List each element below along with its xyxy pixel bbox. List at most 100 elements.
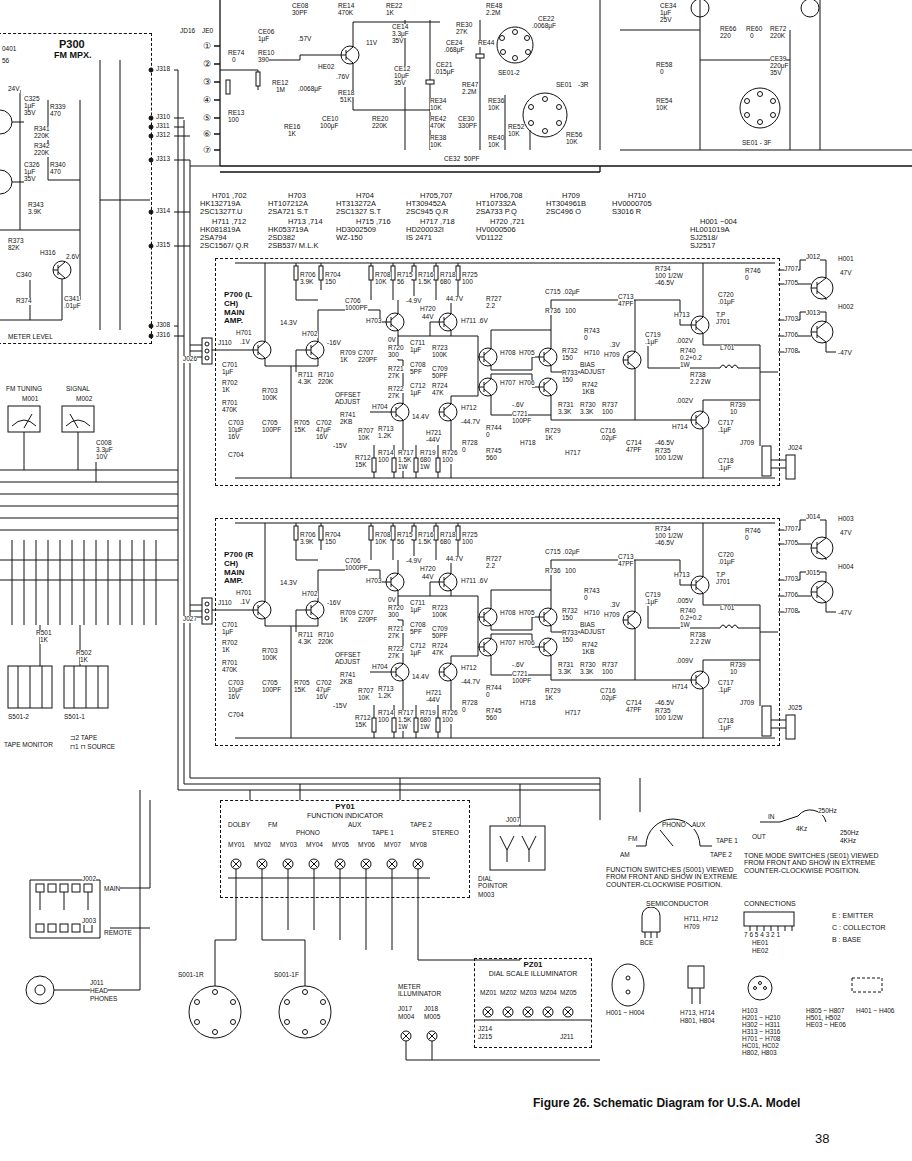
component-label: H717	[565, 450, 581, 457]
component-label: H720 ,721	[490, 218, 525, 226]
component-label: 150	[562, 615, 573, 622]
component-label: C705	[262, 680, 278, 687]
component-label: R733	[562, 630, 578, 637]
component-label: -4.9V	[406, 558, 422, 565]
component-label: B : BASE	[832, 936, 861, 943]
component-label: HV0000705	[612, 200, 652, 208]
component-label: 0401	[2, 46, 16, 53]
component-label: .009V	[676, 658, 693, 665]
component-label: CE30	[458, 116, 474, 123]
component-label: MZ05	[560, 990, 577, 997]
component-label: 2.2M	[462, 89, 476, 96]
component-label: H709	[604, 612, 620, 619]
component-label: ⊐2 TAPE	[70, 735, 97, 742]
component-label: RE12	[272, 80, 288, 87]
component-label: SE01-2	[498, 70, 520, 77]
component-label: J002	[82, 876, 96, 883]
component-label: H717	[565, 710, 581, 717]
component-label: .1μF	[718, 687, 731, 694]
component-label: C325	[24, 96, 40, 103]
component-label: SJ2518/	[690, 234, 718, 242]
component-label: R705	[294, 420, 310, 427]
component-label: H701	[236, 590, 252, 597]
component-label: MY04	[306, 842, 323, 849]
component-label: J315	[156, 242, 170, 249]
component-label: R721	[388, 366, 404, 373]
component-label: J015	[806, 570, 820, 577]
component-label: .005V	[676, 598, 693, 605]
component-label: MY03	[280, 842, 297, 849]
component-label: 300	[388, 612, 399, 619]
component-label: C706	[345, 298, 361, 305]
component-label: R731	[558, 662, 574, 669]
component-label: 680	[420, 717, 431, 724]
component-label: 2.2 2W	[690, 639, 711, 646]
component-label: R704	[325, 272, 341, 279]
component-label: 56	[397, 279, 404, 286]
component-label: 1.5K	[418, 539, 431, 546]
wiring	[0, 0, 912, 1060]
component-label: FM TUNING	[6, 386, 42, 393]
component-label: HT304961B	[546, 200, 586, 208]
component-label: .1V	[240, 599, 250, 606]
component-label: 220	[720, 33, 731, 40]
component-label: R733	[562, 370, 578, 377]
component-label: CONNECTIONS	[744, 900, 796, 907]
component-label: RE60	[746, 26, 762, 33]
component-label: H709	[684, 924, 700, 931]
component-label: R705	[294, 680, 310, 687]
component-label: 1μF	[410, 390, 421, 397]
component-label: 100K	[262, 395, 277, 402]
component-label: -46.5V	[655, 540, 674, 547]
component-label: 47PF	[618, 301, 634, 308]
component-label: 14.4V	[412, 674, 429, 681]
component-label: H703	[366, 578, 382, 585]
component-label: 1K	[288, 131, 296, 138]
component-label: R373	[8, 238, 24, 245]
component-label: 0	[745, 535, 749, 542]
component-label: HT313272A	[336, 200, 376, 208]
component-label: 47K	[432, 390, 444, 397]
component-label: H721	[426, 690, 442, 697]
component-label: C706	[345, 558, 361, 565]
component-label: R720	[388, 345, 404, 352]
module-title: PY01	[221, 803, 469, 812]
component-label: 3.3K	[580, 409, 593, 416]
component-label: FM	[268, 822, 277, 829]
component-label: 5PF	[410, 629, 422, 636]
component-label: .1μF	[718, 465, 731, 472]
component-label: RE48	[486, 3, 502, 10]
component-label: H710	[584, 350, 600, 357]
component-label: H712	[461, 405, 477, 412]
component-label: MZ02	[500, 990, 517, 997]
component-label: 47PF	[626, 707, 642, 714]
component-label: J003	[82, 918, 96, 925]
component-label: 100	[565, 308, 576, 315]
component-label: 1KB	[582, 389, 594, 396]
component-label: M002	[76, 396, 92, 403]
component-label: HC01, HC02	[742, 1043, 779, 1050]
component-label: R704	[325, 532, 341, 539]
component-label: CE14	[392, 24, 408, 31]
component-label: 3.3μF	[96, 447, 113, 454]
component-label: R735	[655, 448, 671, 455]
component-label: RE47	[462, 82, 478, 89]
component-label: H706,708	[490, 192, 523, 200]
component-label: R701	[222, 400, 238, 407]
component-label: R729	[545, 688, 561, 695]
component-label: R746	[745, 528, 761, 535]
component-label: H703	[366, 318, 382, 325]
component-label: H707	[500, 380, 516, 387]
component-label: DIAL POINTOR	[478, 876, 510, 890]
component-label: R730	[580, 402, 596, 409]
component-label: 100	[378, 457, 389, 464]
component-label: H706	[519, 380, 535, 387]
component-label: R726	[442, 450, 458, 457]
component-label: 1K	[222, 387, 230, 394]
component-label: 1.5K	[418, 279, 431, 286]
component-label: C : COLLECTOR	[832, 924, 886, 931]
component-label: R740	[680, 348, 696, 355]
component-label: H718	[520, 440, 536, 447]
component-label: 100 1/2W	[655, 533, 683, 540]
